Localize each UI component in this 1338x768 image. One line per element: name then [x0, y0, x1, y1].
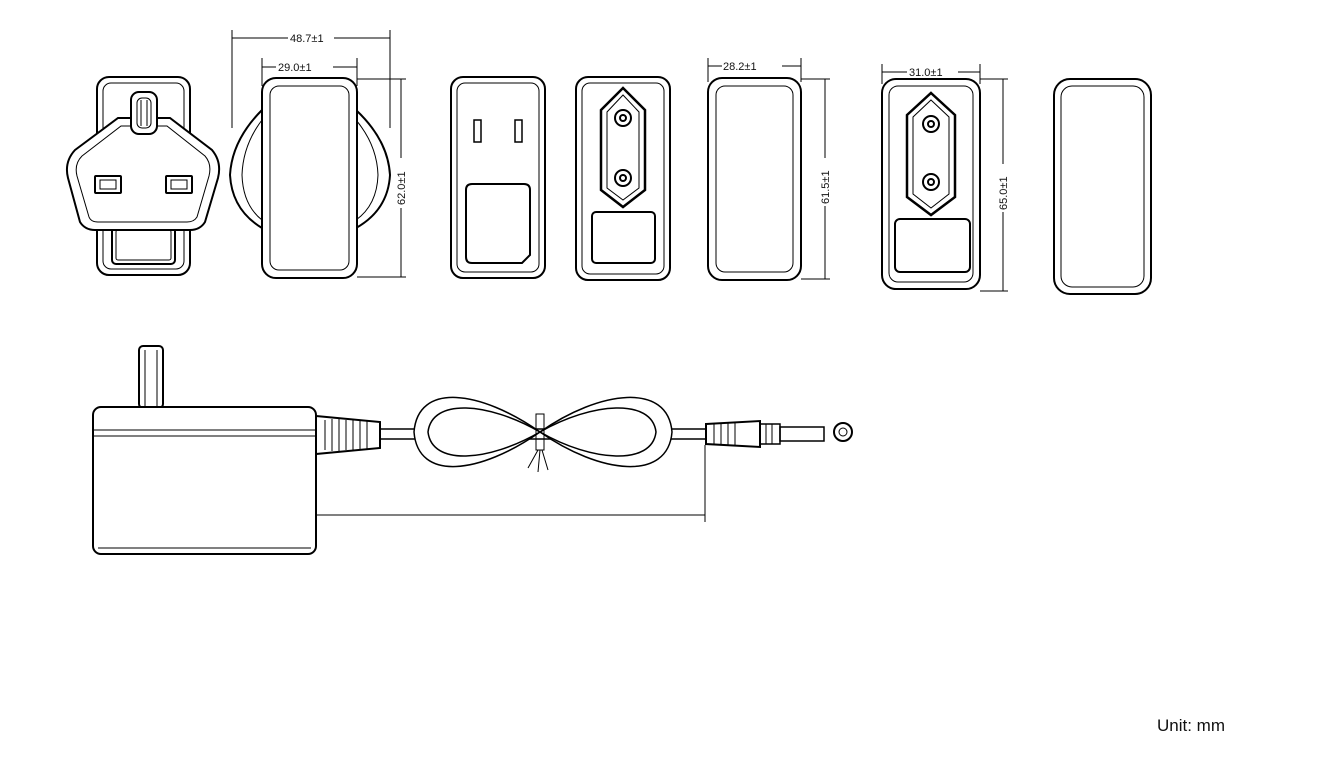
us-plug-side-view: [707, 77, 802, 281]
us-plug-front-view: [450, 76, 546, 279]
us-width-label: 28.2±1: [723, 61, 757, 73]
uk-body-width-label: 29.0±1: [278, 62, 312, 74]
adapter-back-view: [1053, 78, 1152, 295]
us-height-label: 61.5±1: [820, 170, 832, 204]
uk-plug-front-view: [65, 76, 221, 276]
unit-label: Unit: mm: [1157, 716, 1225, 735]
eu-dimension-lines: [881, 64, 1008, 292]
eu-plug-front-view-2: [881, 78, 981, 290]
us-dimension-lines: [707, 58, 830, 280]
uk-height-label: 62.0±1: [396, 171, 408, 205]
eu-plug-front-view: [575, 76, 671, 281]
eu-width-label: 31.0±1: [909, 67, 943, 79]
uk-width-label: 48.7±1: [290, 33, 324, 45]
uk-plug-side-view: [228, 77, 392, 279]
eu-height-label: 65.0±1: [998, 176, 1010, 210]
adapter-side-view-with-cable: [92, 345, 853, 555]
uk-dimension-lines: [231, 30, 406, 278]
